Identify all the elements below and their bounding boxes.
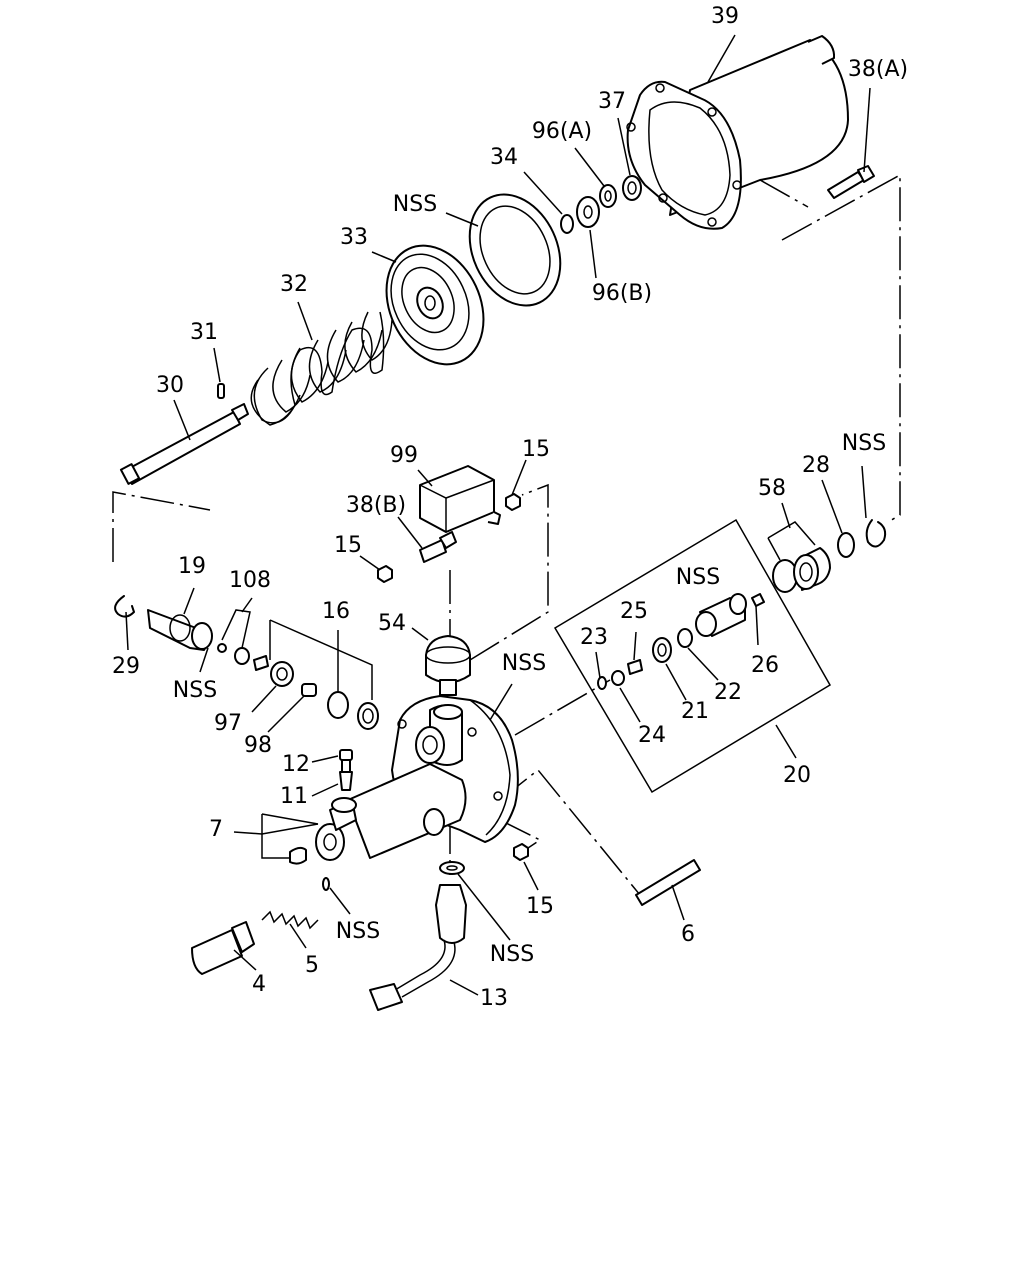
label-38b: 38(B) bbox=[346, 493, 406, 518]
part-96b-washer bbox=[576, 196, 600, 228]
part-38a-bolt bbox=[827, 165, 875, 199]
label-98: 98 bbox=[244, 733, 272, 758]
label-58: 58 bbox=[758, 476, 786, 501]
label-5: 5 bbox=[305, 953, 319, 978]
label-nss-5: NSS bbox=[336, 919, 380, 944]
label-nss-19: NSS bbox=[173, 678, 217, 703]
part-nss-washer-13 bbox=[439, 861, 465, 875]
part-15-nut-left bbox=[377, 565, 393, 583]
label-15-left: 15 bbox=[334, 533, 362, 558]
label-39: 39 bbox=[711, 4, 739, 29]
label-nss-ring: NSS bbox=[393, 192, 437, 217]
label-28: 28 bbox=[802, 453, 830, 478]
label-37: 37 bbox=[598, 89, 626, 114]
part-16-seal bbox=[327, 691, 379, 730]
part-24-spring bbox=[611, 670, 625, 686]
part-38b-stud bbox=[419, 531, 457, 563]
label-26: 26 bbox=[751, 653, 779, 678]
label-6: 6 bbox=[681, 922, 695, 947]
label-38a: 38(A) bbox=[848, 57, 908, 82]
label-30: 30 bbox=[156, 373, 184, 398]
part-4-fitting bbox=[191, 921, 255, 975]
part-13-sensor bbox=[369, 884, 467, 1011]
part-33-piston bbox=[385, 244, 485, 366]
label-22: 22 bbox=[714, 680, 742, 705]
label-108: 108 bbox=[229, 568, 271, 593]
part-29-snap-ring bbox=[114, 595, 135, 618]
part-5-spring bbox=[261, 910, 319, 930]
part-15-nut-top bbox=[505, 493, 521, 511]
part-11-plug bbox=[339, 771, 353, 791]
label-19: 19 bbox=[178, 554, 206, 579]
label-nss-housing: NSS bbox=[502, 651, 546, 676]
part-nss-valve-body bbox=[695, 593, 747, 637]
part-22-ring bbox=[677, 628, 693, 648]
leader-lines bbox=[125, 34, 871, 996]
label-33: 33 bbox=[340, 225, 368, 250]
part-54-cap bbox=[425, 635, 471, 696]
main-valve-housing bbox=[289, 695, 519, 865]
label-nss-clip: NSS bbox=[842, 431, 886, 456]
label-54: 54 bbox=[378, 611, 406, 636]
label-25: 25 bbox=[620, 599, 648, 624]
part-96a-washer bbox=[599, 184, 617, 208]
part-28-ring bbox=[837, 532, 855, 558]
label-32: 32 bbox=[280, 272, 308, 297]
group-20-frame bbox=[553, 518, 832, 794]
part-32-spring bbox=[250, 311, 393, 426]
part-15-nut-bottom bbox=[513, 843, 529, 861]
part-21-seal bbox=[652, 637, 672, 663]
part-39-cylinder bbox=[626, 35, 849, 230]
label-15-top: 15 bbox=[522, 437, 550, 462]
label-21: 21 bbox=[681, 699, 709, 724]
part-37-nut bbox=[622, 175, 642, 201]
part-23-oring bbox=[597, 676, 607, 690]
label-11: 11 bbox=[280, 784, 308, 809]
label-29: 29 bbox=[112, 654, 140, 679]
part-30-rod bbox=[119, 403, 249, 485]
label-16: 16 bbox=[322, 599, 350, 624]
part-98-spring bbox=[301, 683, 317, 697]
label-96b: 96(B) bbox=[592, 281, 652, 306]
label-20: 20 bbox=[783, 763, 811, 788]
label-13: 13 bbox=[480, 986, 508, 1011]
label-nss-13: NSS bbox=[490, 942, 534, 967]
label-96a: 96(A) bbox=[532, 119, 592, 144]
part-97-washer bbox=[270, 661, 294, 687]
label-4: 4 bbox=[252, 972, 266, 997]
part-nss-seal-ring bbox=[468, 193, 562, 307]
part-26-pin bbox=[751, 593, 765, 607]
label-97: 97 bbox=[214, 711, 242, 736]
part-58-piston bbox=[772, 547, 831, 593]
label-23: 23 bbox=[580, 625, 608, 650]
part-nss-snap-ring bbox=[865, 519, 887, 548]
label-15-bottom: 15 bbox=[526, 894, 554, 919]
label-31: 31 bbox=[190, 320, 218, 345]
part-6-rod bbox=[635, 859, 701, 906]
part-12-screw bbox=[339, 749, 353, 773]
label-12: 12 bbox=[282, 752, 310, 777]
part-108-pin bbox=[217, 643, 269, 671]
label-99: 99 bbox=[390, 443, 418, 468]
part-34-oring bbox=[560, 214, 574, 234]
part-25-pin bbox=[627, 659, 643, 675]
part-nss-o-ring-5 bbox=[322, 877, 330, 891]
label-nss-20: NSS bbox=[676, 565, 720, 590]
label-7: 7 bbox=[209, 817, 223, 842]
part-99-cover bbox=[419, 465, 501, 533]
label-34: 34 bbox=[490, 145, 518, 170]
callout-labels: 39 38(A) 37 96(A) 34 NSS 33 96(B) 32 31 … bbox=[112, 4, 908, 1011]
part-19-fitting bbox=[147, 609, 213, 651]
label-24: 24 bbox=[638, 723, 666, 748]
part-31-pin bbox=[217, 383, 225, 399]
